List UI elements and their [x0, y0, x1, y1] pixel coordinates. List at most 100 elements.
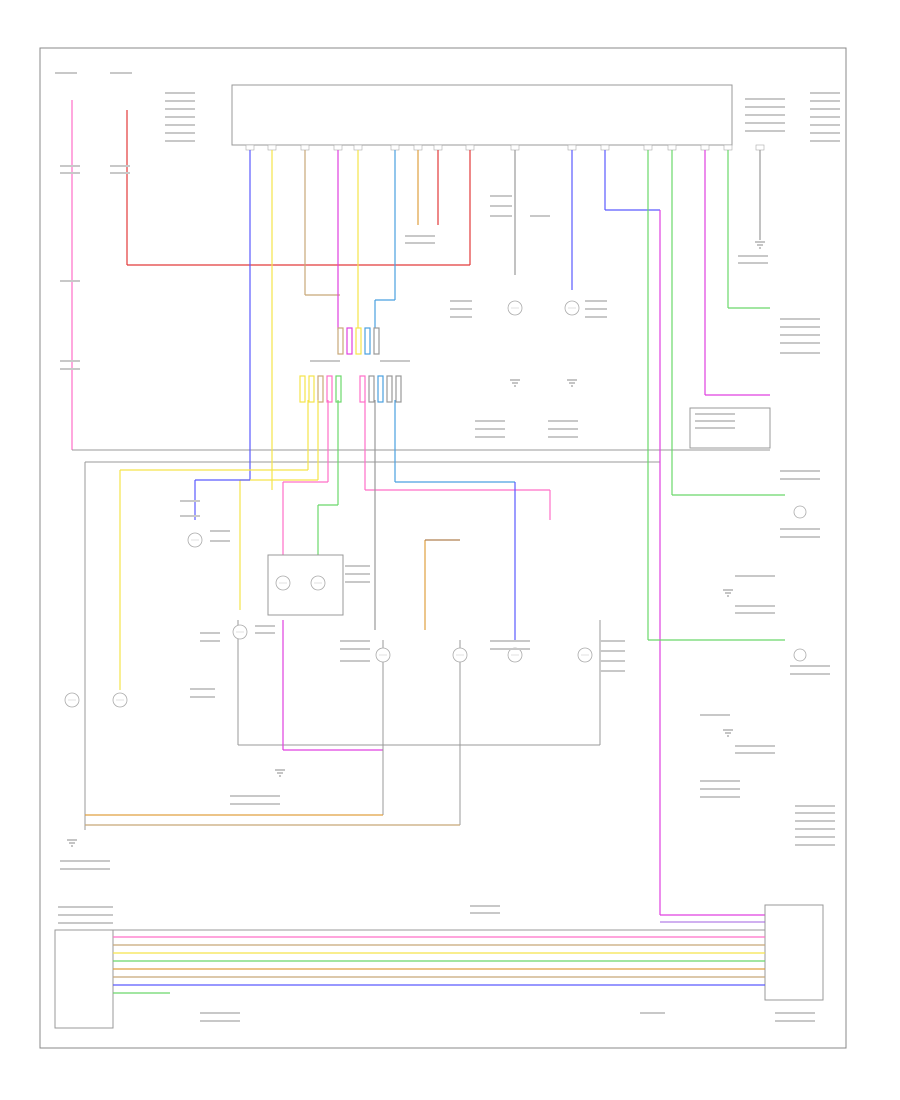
fine-print: [345, 573, 370, 575]
fine-print: [780, 528, 820, 530]
fine-print: [450, 300, 472, 302]
module-pin: [300, 144, 310, 151]
fine-print: [738, 255, 768, 257]
fine-print: [60, 280, 80, 282]
fine-print: [190, 688, 215, 690]
fine-print: [230, 795, 280, 797]
fine-print: [780, 470, 820, 472]
fine-print: [255, 632, 275, 634]
fine-print: [735, 745, 775, 747]
module-connector-pins: [245, 144, 765, 151]
fine-print: [180, 500, 200, 502]
fine-print: [165, 124, 195, 126]
module-pin: [465, 144, 475, 151]
fine-print: [60, 860, 110, 862]
fine-print: [200, 632, 220, 634]
fine-print: [58, 906, 113, 908]
fine-print: [745, 106, 785, 108]
connector-cluster-right: [359, 375, 402, 403]
fine-print: [810, 116, 840, 118]
connector-terminal: [317, 375, 324, 403]
fine-print: [780, 536, 820, 538]
fine-print: [340, 660, 370, 662]
fine-print: [340, 648, 370, 650]
connector-terminal: [386, 375, 393, 403]
fine-print: [745, 114, 785, 116]
fine-print: [60, 868, 110, 870]
fine-print: [795, 805, 835, 807]
module-pin: [700, 144, 710, 151]
fine-print: [490, 215, 512, 217]
ground-icon: [510, 379, 520, 387]
fine-print: [735, 752, 775, 754]
fine-print: [790, 673, 830, 675]
fine-print: [165, 140, 195, 142]
lamps: [64, 300, 807, 708]
fine-print-marks: [55, 72, 840, 1022]
diagram-frame: [39, 47, 847, 1049]
fine-print: [58, 914, 113, 916]
fine-print: [490, 648, 530, 650]
fine-print: [810, 100, 840, 102]
fine-print: [795, 828, 835, 830]
fine-print: [780, 478, 820, 480]
fine-print: [695, 420, 735, 422]
fine-print: [585, 300, 607, 302]
fine-print: [200, 1020, 240, 1022]
module-pin: [353, 144, 363, 151]
connector-terminal: [364, 327, 371, 355]
fine-print: [60, 172, 80, 174]
module-pin: [643, 144, 653, 151]
module-pin: [413, 144, 423, 151]
ground-icon: [567, 379, 577, 387]
module-pin: [245, 144, 255, 151]
fine-print: [790, 665, 830, 667]
fine-print: [700, 788, 740, 790]
ground-icon: [755, 241, 765, 249]
fine-print: [405, 242, 435, 244]
fine-print: [210, 540, 230, 542]
fine-print: [475, 436, 505, 438]
fine-print: [110, 72, 132, 74]
connector-terminal: [299, 375, 306, 403]
fine-print: [700, 780, 740, 782]
fine-print: [600, 640, 625, 642]
fine-print: [585, 316, 607, 318]
fine-print: [810, 92, 840, 94]
fine-print: [310, 360, 340, 362]
module-pin: [755, 144, 765, 151]
ground-icon: [723, 589, 733, 597]
connector-cluster-upper: [337, 327, 380, 355]
ground-icon: [275, 769, 285, 777]
fine-print: [745, 98, 785, 100]
fine-print: [585, 308, 607, 310]
connector-terminal: [355, 327, 362, 355]
connector-terminal: [373, 327, 380, 355]
fine-print: [450, 316, 472, 318]
module-pin: [390, 144, 400, 151]
fine-print: [780, 334, 820, 336]
fine-print: [475, 428, 505, 430]
switch-icon: [793, 648, 807, 662]
fine-print: [738, 262, 768, 264]
fine-print: [780, 318, 820, 320]
module-pin: [333, 144, 343, 151]
fine-print: [795, 820, 835, 822]
fine-print: [640, 1012, 665, 1014]
fine-print: [810, 132, 840, 134]
module-pin: [723, 144, 733, 151]
ground-icon: [723, 729, 733, 737]
fine-print: [110, 172, 130, 174]
fine-print: [735, 612, 775, 614]
module-pin: [600, 144, 610, 151]
fine-print: [810, 140, 840, 142]
fine-print: [735, 605, 775, 607]
fine-print: [200, 1012, 240, 1014]
fine-print: [795, 844, 835, 846]
fine-print: [340, 640, 370, 642]
fine-print: [60, 368, 80, 370]
fine-print: [780, 326, 820, 328]
fine-print: [210, 530, 230, 532]
fine-print: [745, 130, 785, 132]
